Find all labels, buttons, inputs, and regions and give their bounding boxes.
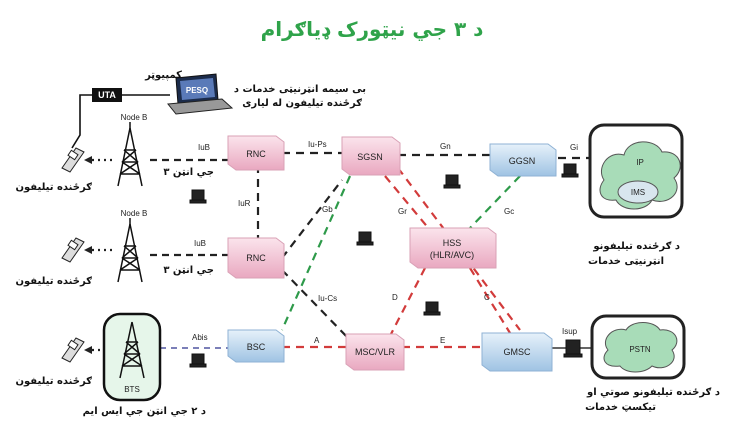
- iface-gb: Gb: [322, 205, 333, 214]
- iface-abis: Abis: [192, 333, 208, 342]
- svg-text:GMSC: GMSC: [504, 347, 532, 357]
- node-rnc-1[interactable]: RNC: [227, 135, 285, 171]
- iface-iub-2: IuB: [194, 239, 206, 248]
- nodeb-antenna-1: [117, 122, 143, 187]
- bts-tower[interactable]: BTS: [102, 312, 162, 402]
- internet-service-label-1: د ګرځنده تیلیفونو: [592, 241, 680, 252]
- node-hss[interactable]: HSS (HLR/AVC): [409, 227, 497, 269]
- phone-label-3: ګرځنده تیلیفون: [16, 376, 93, 387]
- svg-text:UTA: UTA: [98, 90, 116, 100]
- node-ggsn[interactable]: GGSN: [489, 143, 557, 177]
- svg-text:RNC: RNC: [246, 149, 266, 159]
- link-rnc2-sgsn: [281, 179, 343, 259]
- link-iucs: [281, 269, 351, 341]
- iface-c: C: [484, 293, 490, 302]
- radio-links: [92, 158, 228, 352]
- svg-text:HSS: HSS: [443, 238, 462, 248]
- wireless-label-1: بی سیمه انټرنیټی خدمات د: [234, 84, 366, 95]
- ip-label: IP: [636, 158, 644, 167]
- link-c: [469, 267, 511, 334]
- svg-text:GGSN: GGSN: [509, 156, 536, 166]
- iface-iur: IuR: [238, 199, 251, 208]
- iface-a: A: [314, 336, 320, 345]
- phone-label-1: ګرځنده تیلیفون: [16, 182, 93, 193]
- bts-label: BTS: [124, 385, 140, 394]
- mobile-phone-icon-1: [61, 147, 85, 173]
- wireless-label-2: ګرځنده تیلیفون له لیاری: [242, 98, 362, 109]
- antenna-label-2: ۳ جي انټن: [163, 265, 214, 276]
- svg-text:RNC: RNC: [246, 253, 266, 263]
- gsm-antenna-label: د ۲ جي انټن جي ایس ایم: [83, 406, 206, 417]
- node-sgsn[interactable]: SGSN: [341, 136, 401, 176]
- svg-text:MSC/VLR: MSC/VLR: [355, 347, 396, 357]
- iface-e: E: [440, 336, 445, 345]
- page-title: د ۳ جي نيټورک ډیاګرام: [261, 17, 484, 42]
- link-d: [389, 267, 426, 337]
- svg-text:SGSN: SGSN: [357, 152, 383, 162]
- svg-text:(HLR/AVC): (HLR/AVC): [430, 250, 474, 260]
- pesq-label: PESQ: [186, 86, 208, 95]
- computer-label: کمپیوټر: [144, 70, 182, 81]
- iface-gr: Gr: [398, 207, 407, 216]
- iface-isup: Isup: [562, 327, 578, 336]
- pstn-cloud-box[interactable]: PSTN: [590, 314, 686, 380]
- node-bsc[interactable]: BSC: [227, 329, 285, 363]
- uta-wires: [71, 94, 170, 149]
- voice-service-label-1: د ګرځنده تیلیفونو صوتي او: [586, 387, 720, 398]
- ims-label: IMS: [631, 188, 645, 197]
- mobile-phone-icon-2: [61, 237, 85, 263]
- iface-iups: Iu-Ps: [308, 140, 327, 149]
- link-gc: [469, 175, 521, 229]
- internet-service-label-2: انټرنیټی خدمات: [588, 256, 664, 267]
- nodeb-label-2: Node B: [121, 209, 148, 218]
- mobile-phone-icon-3: [61, 337, 85, 363]
- link-gb: [280, 175, 352, 331]
- iface-gi: Gi: [570, 143, 578, 152]
- voice-service-label-2: تیکسټ خدمات: [585, 402, 656, 413]
- green-links: [280, 175, 521, 331]
- iface-iucs: Iu-Cs: [318, 294, 337, 303]
- phone-label-2: ګرځنده تیلیفون: [16, 276, 93, 287]
- antenna-label-1: ۳ جي انټن: [163, 167, 214, 178]
- iface-d: D: [392, 293, 398, 302]
- probe-laptop-icons: [189, 163, 583, 368]
- internet-cloud-box[interactable]: IP IMS: [588, 123, 684, 219]
- link-gr: [384, 175, 431, 231]
- node-rnc-2[interactable]: RNC: [227, 237, 285, 279]
- iface-gn: Gn: [440, 142, 451, 151]
- nodeb-antenna-2: [117, 218, 143, 283]
- pstn-label: PSTN: [629, 345, 651, 354]
- svg-text:BSC: BSC: [247, 342, 266, 352]
- iface-iub-1: IuB: [198, 143, 210, 152]
- nodeb-label-1: Node B: [121, 113, 148, 122]
- uta-box[interactable]: UTA: [92, 88, 122, 102]
- iface-gc: Gc: [504, 207, 514, 216]
- node-msc-vlr[interactable]: MSC/VLR: [345, 333, 405, 371]
- laptop-icon[interactable]: PESQ: [167, 73, 234, 115]
- node-gmsc[interactable]: GMSC: [481, 332, 553, 372]
